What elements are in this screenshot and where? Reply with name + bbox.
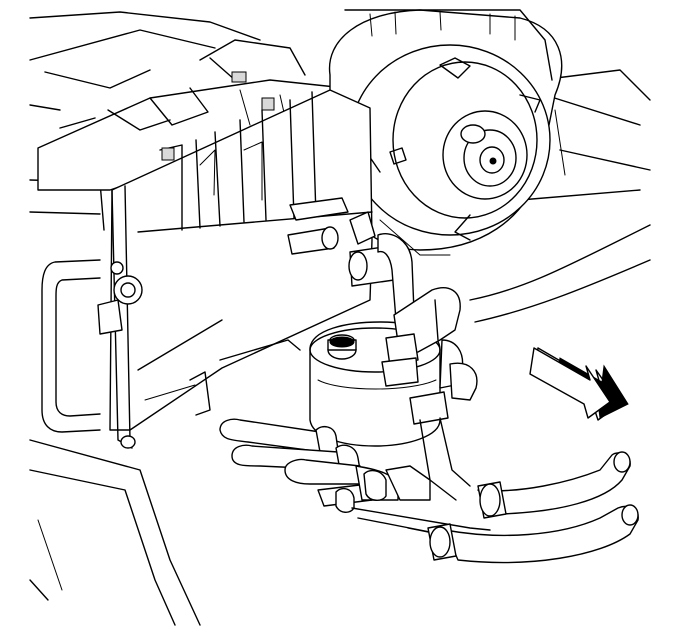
heater-hoses-right	[407, 451, 639, 564]
evaporator-tubes	[287, 197, 395, 287]
refrigerator-hoses-vertical	[377, 233, 478, 501]
left-support-bracket	[41, 259, 143, 449]
front-direction-arrow-icon	[529, 347, 629, 421]
evaporator-core-frame	[109, 89, 373, 449]
heater-hoses-lower	[219, 418, 491, 541]
blower-motor-housing	[328, 9, 563, 256]
